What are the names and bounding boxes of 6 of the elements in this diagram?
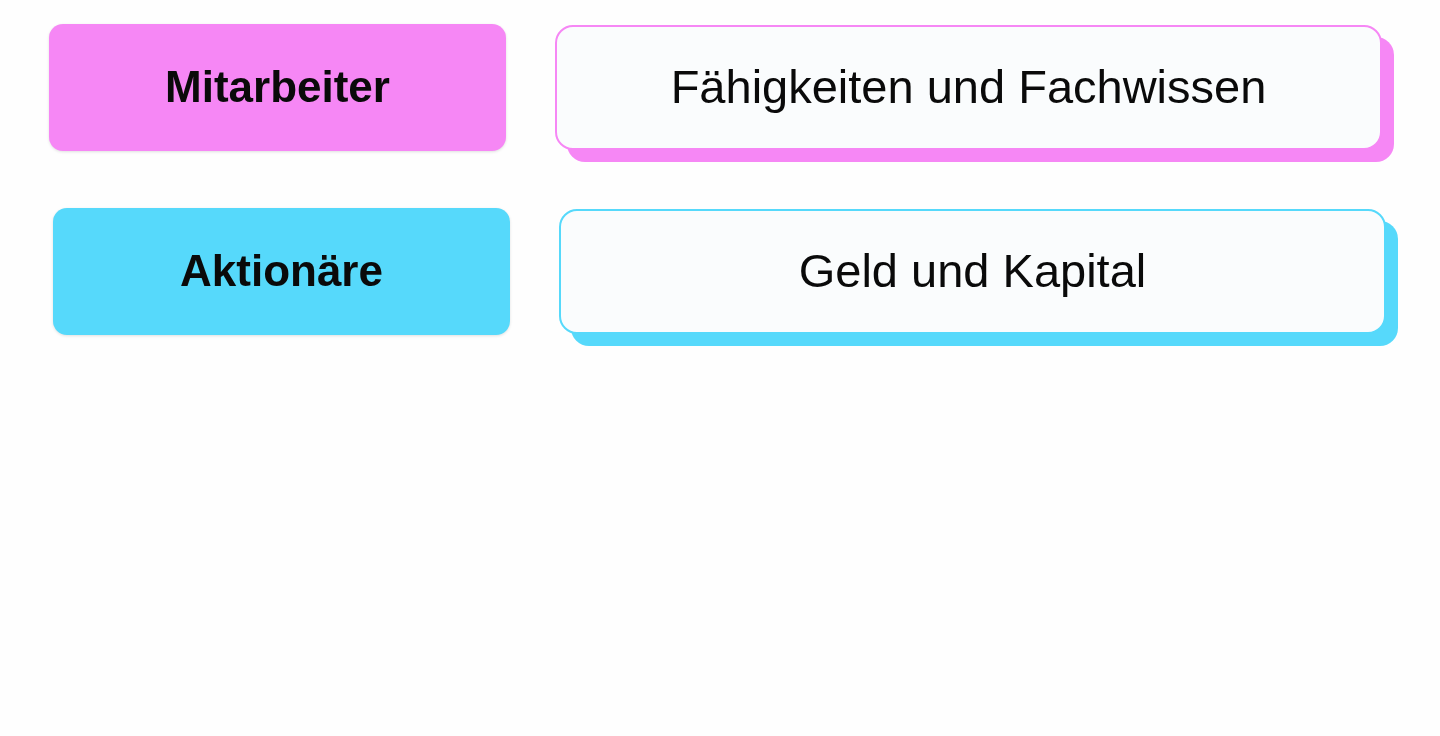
stakeholder-box (53, 208, 510, 335)
box-label: Geld und Kapital (798, 244, 1147, 299)
box-label: Fähigkeiten und Fachwissen (670, 60, 1267, 115)
box-label: Aktionäre (180, 246, 383, 297)
box-label: Mitarbeiter (165, 62, 390, 113)
stakeholder-box (49, 24, 506, 151)
